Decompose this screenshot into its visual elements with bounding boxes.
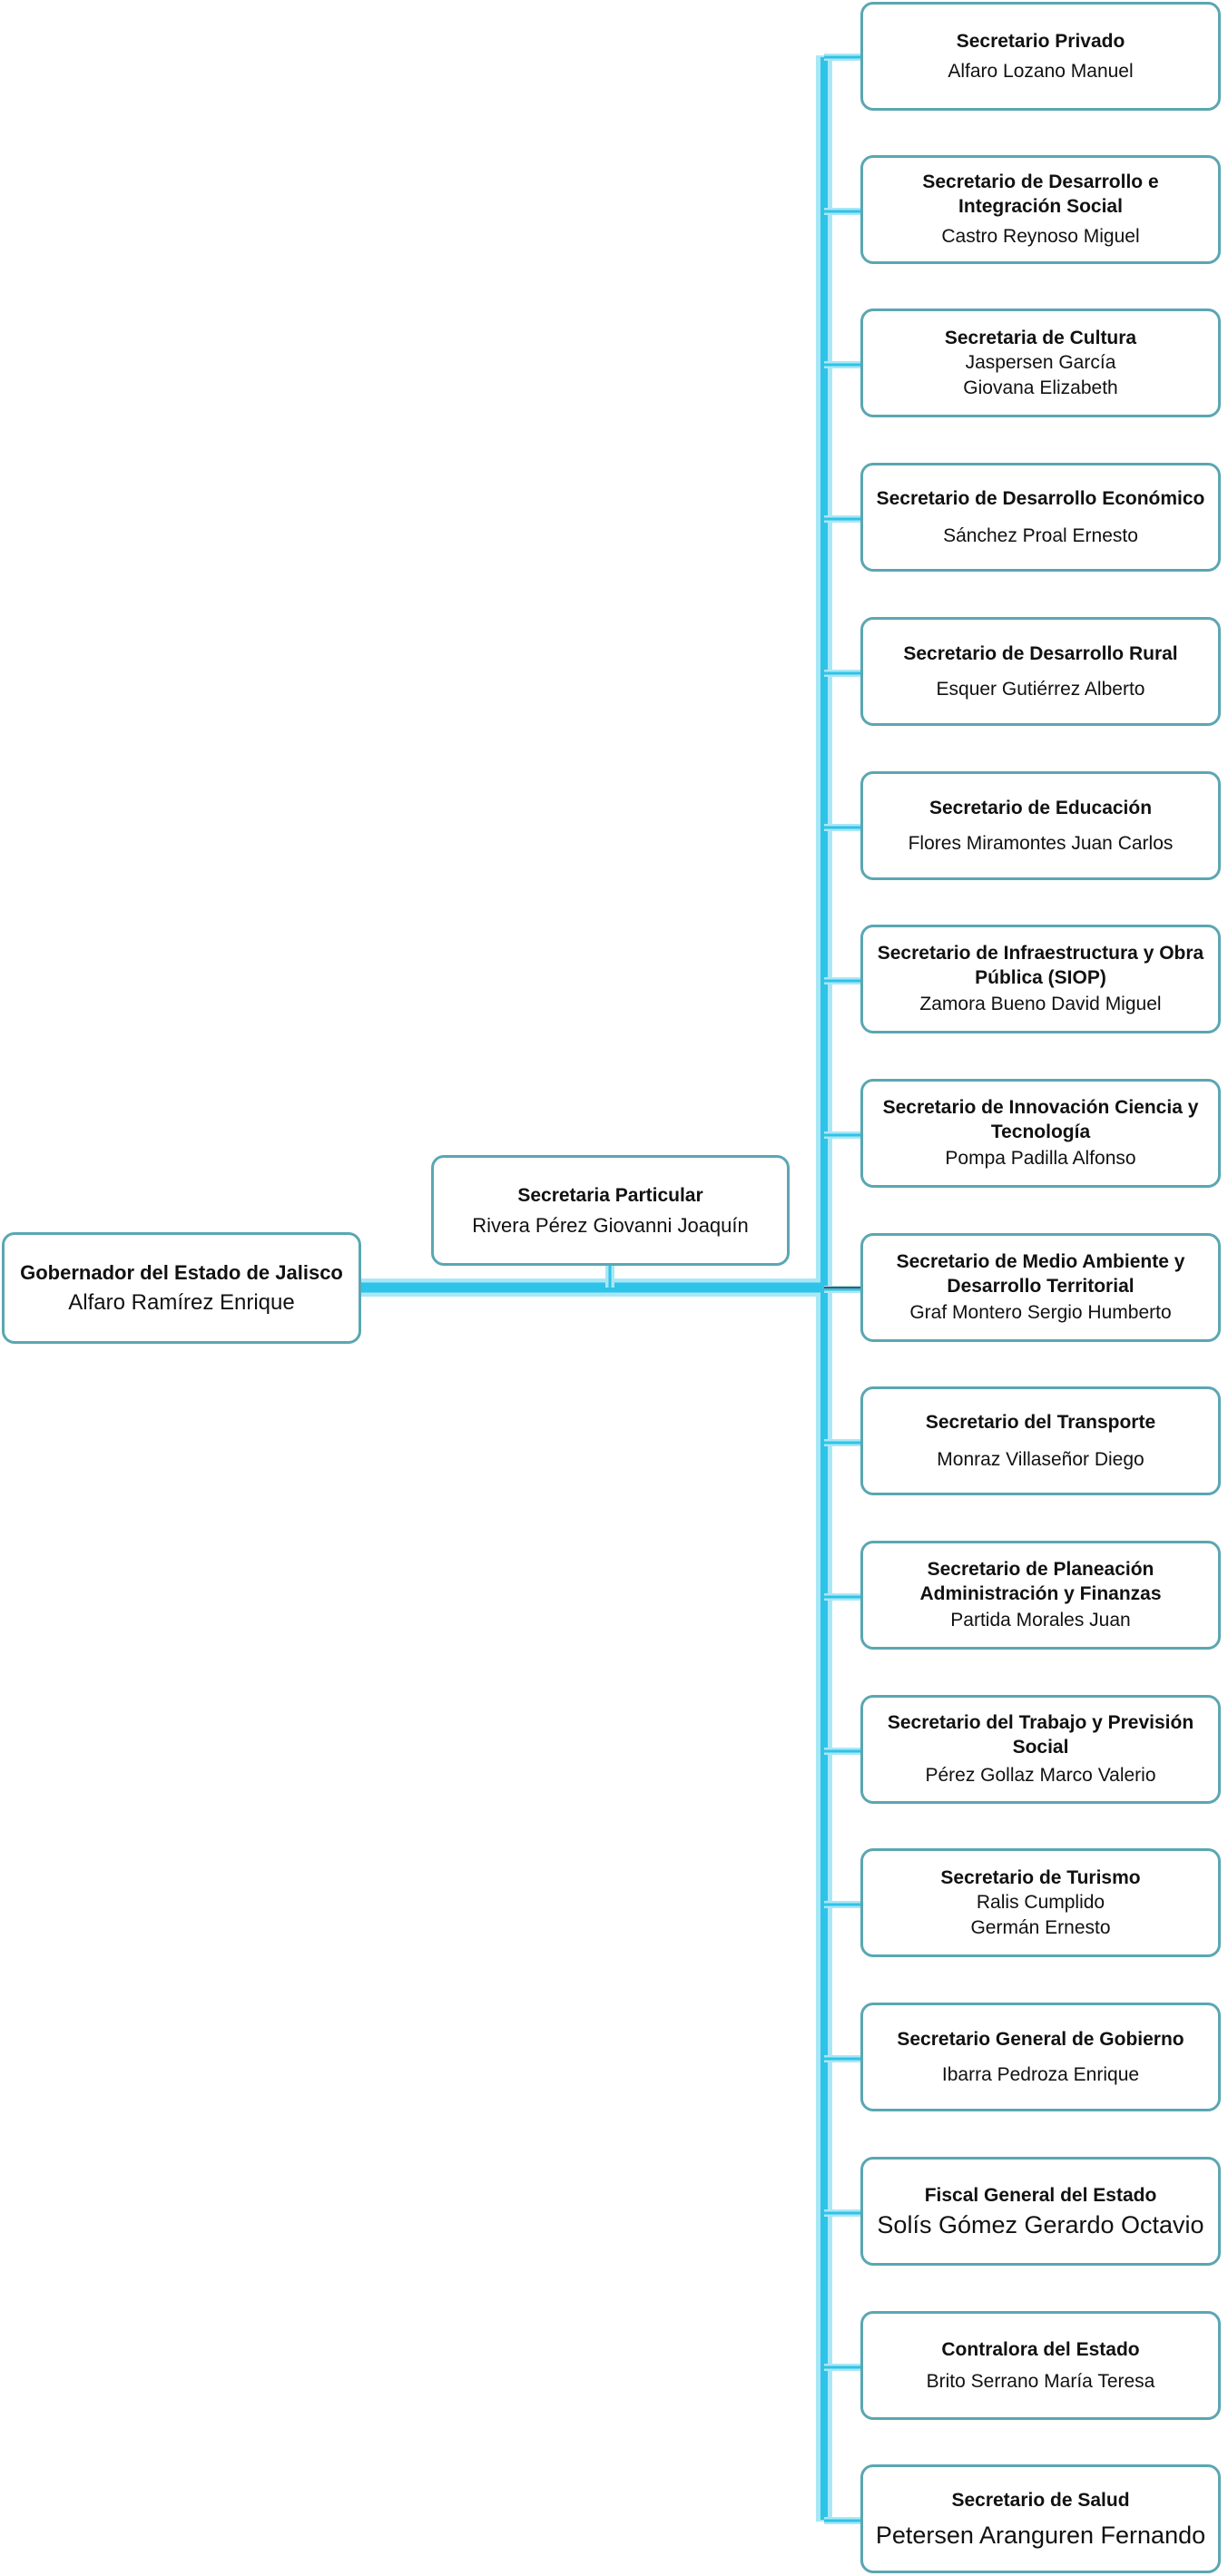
secretary-name: Partida Morales Juan — [950, 1610, 1131, 1631]
secretary-box: Fiscal General del Estado Solís Gómez Ge… — [860, 2157, 1221, 2266]
particular-name: Rivera Pérez Giovanni Joaquín — [472, 1213, 749, 1237]
secretary-title: Secretario de Innovación Ciencia y Tecno… — [882, 1097, 1199, 1142]
secretary-box: Secretario de Desarrollo e Integración S… — [860, 155, 1221, 264]
secretary-title: Contralora del Estado — [941, 2338, 1140, 2360]
particular-box: Secretaria Particular Rivera Pérez Giova… — [431, 1155, 790, 1266]
secretary-title: Secretario de Desarrollo Rural — [903, 642, 1178, 664]
secretary-name: Pompa Padilla Alfonso — [945, 1148, 1136, 1169]
secretary-box: Secretario de Salud Petersen Aranguren F… — [860, 2464, 1221, 2573]
secretary-name: Jaspersen García Giovana Elizabeth — [963, 351, 1118, 398]
governor-box: Gobernador del Estado de Jalisco Alfaro … — [2, 1232, 361, 1344]
secretary-box: Secretario del Trabajo y Previsión Socia… — [860, 1695, 1221, 1804]
secretary-name: Solís Gómez Gerardo Octavio — [877, 2210, 1204, 2238]
secretary-title: Fiscal General del Estado — [924, 2184, 1157, 2206]
secretary-box: Secretario del Transporte Monraz Villase… — [860, 1386, 1221, 1495]
secretary-title: Secretario del Transporte — [925, 1411, 1156, 1433]
secretary-name: Esquer Gutiérrez Alberto — [936, 678, 1145, 700]
secretary-title: Secretario General de Gobierno — [897, 2028, 1184, 2050]
secretary-title: Secretario Privado — [956, 30, 1125, 52]
secretary-title: Secretario de Educación — [928, 797, 1153, 818]
secretary-name: Pérez Gollaz Marco Valerio — [925, 1765, 1156, 1786]
secretary-name: Sánchez Proal Ernesto — [943, 524, 1138, 546]
secretary-box: Secretaria de Cultura Jaspersen García G… — [860, 309, 1221, 417]
secretary-name: Petersen Aranguren Fernando — [875, 2521, 1206, 2549]
secretary-title: Secretario de Desarrollo Económico — [876, 487, 1205, 509]
secretary-name: Monraz Villaseñor Diego — [937, 1448, 1144, 1470]
secretary-name: Alfaro Lozano Manuel — [948, 60, 1134, 82]
secretary-box: Secretario de Planeación Administración … — [860, 1541, 1221, 1650]
secretary-title: Secretario de Salud — [951, 2489, 1130, 2511]
secretary-title: Secretario de Infraestructura y Obra Púb… — [877, 943, 1204, 988]
secretary-name: Ibarra Pedroza Enrique — [941, 2063, 1140, 2085]
secretary-title: Secretario de Planeación Administración … — [919, 1559, 1162, 1604]
secretary-name: Brito Serrano María Teresa — [926, 2370, 1155, 2392]
secretary-box: Secretario de Medio Ambiente y Desarroll… — [860, 1233, 1221, 1342]
secretary-box: Secretario de Educación Flores Miramonte… — [860, 771, 1221, 880]
secretary-box: Secretario Privado Alfaro Lozano Manuel — [860, 2, 1221, 111]
secretary-box: Secretario General de Gobierno Ibarra Pe… — [860, 2003, 1221, 2111]
secretary-name: Ralis Cumplido Germán Ernesto — [970, 1891, 1111, 1938]
secretary-title: Secretario de Turismo — [940, 1866, 1141, 1888]
secretary-name: Zamora Bueno David Miguel — [919, 994, 1162, 1014]
secretary-box: Contralora del Estado Brito Serrano Marí… — [860, 2311, 1221, 2420]
governor-name: Alfaro Ramírez Enrique — [68, 1290, 295, 1315]
secretary-name: Castro Reynoso Miguel — [941, 226, 1140, 247]
secretary-title: Secretaria de Cultura — [944, 327, 1137, 348]
particular-title: Secretaria Particular — [517, 1184, 703, 1206]
secretary-box: Secretario de Turismo Ralis Cumplido Ger… — [860, 1848, 1221, 1957]
governor-title: Gobernador del Estado de Jalisco — [20, 1261, 343, 1284]
secretary-name: Graf Montero Sergio Humberto — [909, 1302, 1172, 1323]
secretary-title: Secretario de Medio Ambiente y Desarroll… — [896, 1251, 1185, 1297]
connector-lines — [361, 54, 860, 2524]
secretary-title: Secretario del Trabajo y Previsión Socia… — [887, 1712, 1194, 1758]
secretary-box: Secretario de Innovación Ciencia y Tecno… — [860, 1079, 1221, 1188]
secretary-box: Secretario de Desarrollo Rural Esquer Gu… — [860, 617, 1221, 726]
secretary-box: Secretario de Infraestructura y Obra Púb… — [860, 925, 1221, 1033]
secretary-name: Flores Miramontes Juan Carlos — [908, 832, 1174, 854]
secretary-box: Secretario de Desarrollo Económico Sánch… — [860, 463, 1221, 572]
secretary-title: Secretario de Desarrollo e Integración S… — [922, 171, 1159, 217]
